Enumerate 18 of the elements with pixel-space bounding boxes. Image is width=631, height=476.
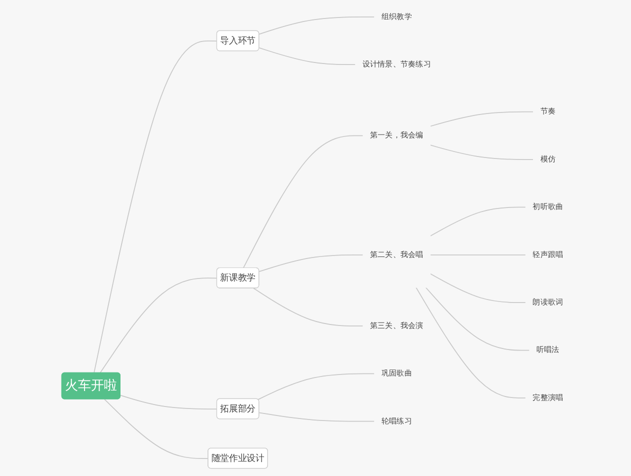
connector: [252, 288, 364, 326]
connector: [258, 47, 356, 66]
connector: [258, 16, 374, 35]
connector: [120, 394, 218, 410]
connector: [429, 273, 526, 304]
connector: [104, 398, 208, 459]
connector: [429, 144, 534, 160]
connector: [429, 206, 526, 236]
connector: [429, 254, 526, 256]
connector: [93, 40, 218, 374]
connector: [424, 287, 530, 351]
connector: [429, 111, 534, 127]
connector: [242, 135, 364, 268]
connector: [258, 412, 374, 422]
connector: [415, 287, 526, 398]
connector: [257, 373, 374, 400]
connector: [99, 278, 218, 374]
connector: [258, 254, 364, 272]
